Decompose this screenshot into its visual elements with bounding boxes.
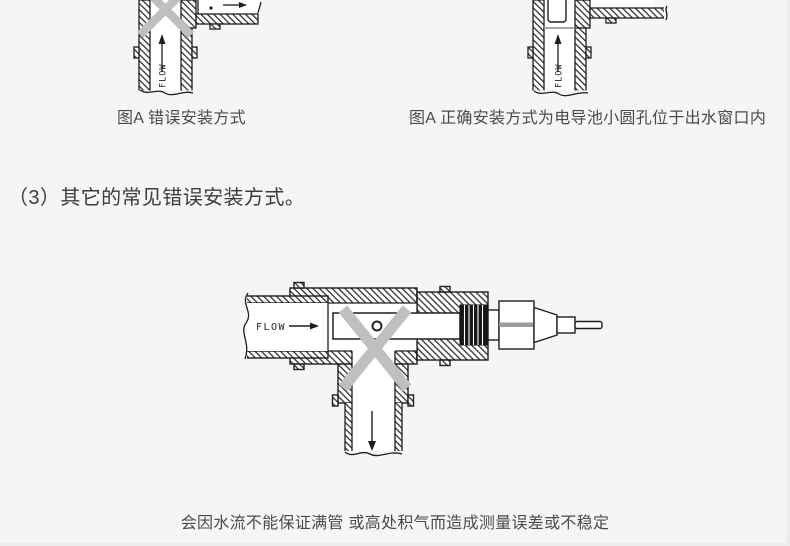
sensor-hole bbox=[371, 320, 383, 332]
inlet-break-wave bbox=[239, 291, 250, 360]
cell-hole-dot bbox=[209, 6, 213, 10]
interior-outlines bbox=[327, 292, 418, 452]
outlet-arrow-icon bbox=[223, 2, 247, 8]
wrong-installation-elbow-diagram: FLOW bbox=[133, 0, 262, 100]
page-right-edge bbox=[786, 0, 790, 546]
elbow-body bbox=[133, 0, 262, 93]
flow-label: FLOW bbox=[159, 64, 169, 88]
cross-icon bbox=[338, 305, 412, 392]
branch-break-wave bbox=[343, 451, 404, 461]
flow-label: FLOW bbox=[256, 322, 286, 333]
outlet-break-wave bbox=[664, 5, 671, 21]
cross-icon bbox=[136, 0, 195, 39]
sensor-thread bbox=[459, 304, 489, 346]
wrong-installation-tee-diagram: FLOW bbox=[239, 281, 603, 461]
branch-pipe-walls bbox=[345, 403, 402, 452]
down-arrow-icon bbox=[368, 411, 376, 451]
section-heading: （3）其它的常见错误安装方式。 bbox=[8, 187, 306, 209]
sensor-connector bbox=[487, 300, 603, 350]
figure-a-correct-caption: 图A 正确安装方式为电导池小圆孔位于出水窗口内 bbox=[409, 110, 767, 127]
flow-up-arrow-icon bbox=[554, 34, 562, 72]
pipe-break-wave bbox=[137, 89, 195, 100]
flow-label: FLOW bbox=[555, 64, 565, 88]
flow-up-arrow-icon bbox=[158, 34, 166, 72]
main-figure-caption: 会因水流不能保证满管 或高处积气而造成测量误差或不稳定 bbox=[180, 515, 610, 532]
correct-installation-elbow-diagram: FLOW bbox=[527, 0, 671, 100]
figure-a-wrong-caption: 图A 错误安装方式 bbox=[117, 110, 246, 127]
pipe-break-wave bbox=[531, 90, 589, 100]
page-bottom-edge bbox=[0, 543, 790, 546]
conductivity-cell-window bbox=[544, 0, 575, 29]
flow-arrow-icon bbox=[289, 322, 319, 330]
